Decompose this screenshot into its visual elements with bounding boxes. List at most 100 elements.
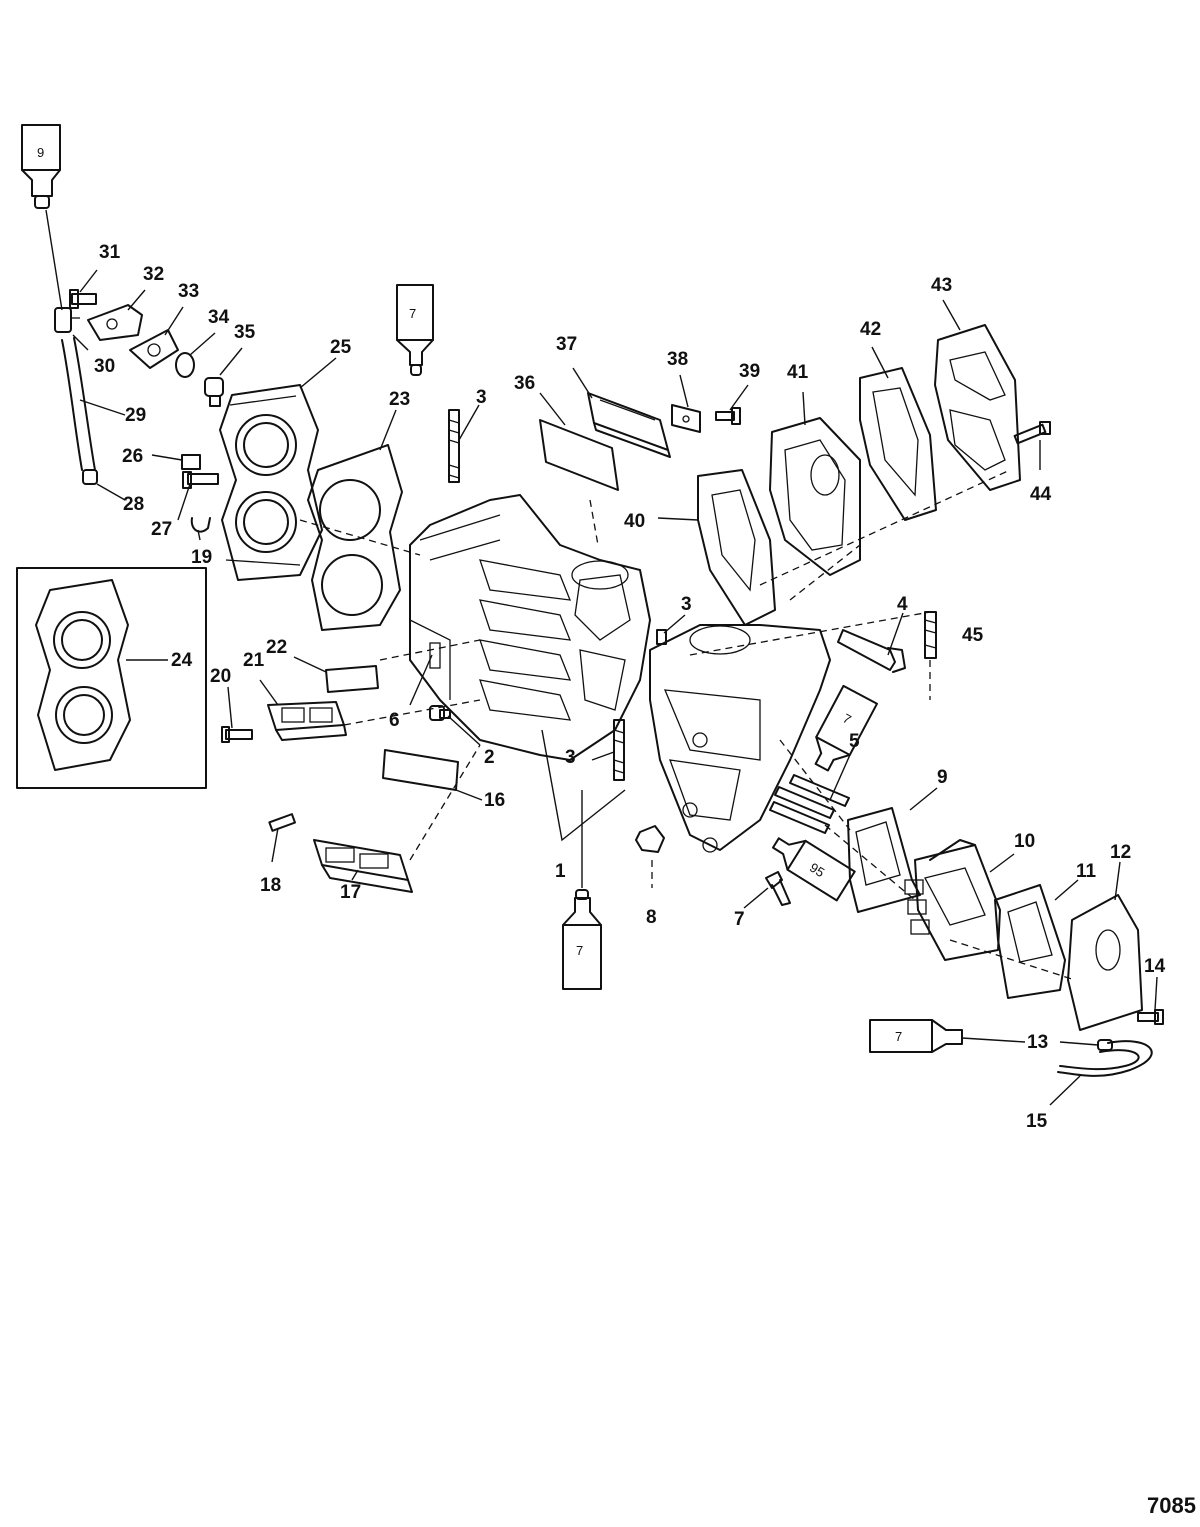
plug-34 [175, 352, 195, 378]
callout-label: 15 [1026, 1111, 1048, 1132]
bracket-32 [87, 304, 143, 341]
head-gasket [307, 444, 403, 631]
screw-20 [221, 726, 253, 743]
callout-label: 2 [484, 747, 495, 768]
inset-cylinder-head [16, 567, 207, 789]
callout-label: 23 [389, 389, 410, 410]
water-hose [61, 337, 98, 485]
callout-label: 10 [1014, 831, 1035, 852]
svg-text:7: 7 [840, 711, 853, 728]
callout-label: 24 [171, 650, 193, 671]
svg-text:95: 95 [807, 860, 827, 880]
sealant-tube-7-lower-right: 7 [869, 1019, 963, 1053]
callout-label: 11 [1076, 861, 1097, 882]
callout-label: 12 [1110, 842, 1131, 863]
callout-label: 28 [123, 494, 144, 515]
leader-lines [45, 209, 1158, 1106]
gasket-36 [539, 419, 619, 491]
callout-label: 30 [94, 356, 115, 377]
cylinder-block [409, 494, 651, 761]
callout-label: 34 [208, 307, 230, 328]
dowel-3-middle [656, 629, 667, 645]
svg-text:7: 7 [576, 943, 583, 958]
callout-label: 27 [151, 519, 172, 540]
gasket-40 [697, 469, 776, 626]
stud-3-upper [448, 409, 460, 483]
callout-label: 35 [234, 322, 256, 343]
callout-label: 32 [143, 264, 164, 285]
bolt-26 [181, 454, 201, 470]
gasket-16 [382, 749, 459, 791]
sealant-tube-7-upper-center: 7 [396, 284, 434, 376]
callout-labels: 31 32 33 34 35 30 29 25 26 28 27 19 23 2… [94, 242, 1166, 1132]
hose-13-15 [1057, 1039, 1153, 1077]
callout-label: 6 [389, 710, 400, 731]
callout-label: 3 [565, 747, 576, 768]
svg-text:7: 7 [409, 306, 416, 321]
callout-label: 13 [1027, 1032, 1048, 1053]
callout-label: 9 [937, 767, 948, 788]
callout-label: 14 [1144, 956, 1166, 977]
callout-label: 41 [787, 362, 809, 383]
stud-45 [924, 611, 937, 659]
callout-label: 38 [667, 349, 688, 370]
nut-8 [635, 825, 665, 853]
cylinder-head-cover [219, 384, 323, 581]
callout-label: 44 [1030, 484, 1052, 505]
reed-block-10 [904, 839, 1001, 961]
sealant-tube-95: 95 [771, 837, 856, 902]
screw-31 [69, 289, 97, 309]
callout-label: 31 [99, 242, 121, 263]
screw-14 [1137, 1009, 1164, 1025]
callout-label: 45 [962, 625, 984, 646]
cover-12 [1067, 894, 1143, 1031]
callout-label: 7 [734, 909, 745, 930]
callout-label: 19 [191, 547, 212, 568]
fitting-35 [204, 377, 224, 407]
callout-label: 40 [624, 511, 645, 532]
sealant-tube-9-top-left: 9 [21, 124, 61, 209]
plate-37 [587, 392, 671, 458]
callout-label: 3 [681, 594, 692, 615]
svg-text:9: 9 [37, 145, 44, 160]
alignment-lines [299, 469, 1076, 981]
callout-label: 17 [340, 882, 361, 903]
callout-label: 18 [260, 875, 281, 896]
callout-label: 16 [484, 790, 505, 811]
gasket-22 [325, 665, 379, 693]
cover-17 [313, 839, 413, 893]
svg-text:7: 7 [895, 1029, 902, 1044]
callout-label: 37 [556, 334, 577, 355]
callout-label: 21 [243, 650, 265, 671]
sealant-tube-7-lower-center: 7 [562, 889, 602, 990]
exhaust-cover-41 [769, 417, 861, 576]
callout-label: 3 [476, 387, 487, 408]
stud-3-lower [613, 719, 625, 781]
plate-43 [934, 324, 1021, 491]
plug-2 [429, 705, 451, 721]
screw-44 [1013, 421, 1051, 445]
gasket-11 [994, 884, 1066, 999]
callout-label: 25 [330, 337, 352, 358]
callout-label: 33 [178, 281, 199, 302]
screw-18 [268, 813, 296, 832]
bolt-4 [837, 629, 906, 673]
crankcase-half [649, 624, 831, 853]
bolt-27 [182, 471, 219, 489]
callout-label: 22 [266, 637, 287, 658]
clip-38 [671, 404, 701, 433]
callout-label: 8 [646, 907, 657, 928]
figure-id: 7085 [1147, 1493, 1196, 1518]
gasket-33 [129, 329, 179, 369]
clip-19 [190, 517, 211, 533]
callout-label: 1 [555, 861, 566, 882]
gasket-42 [859, 367, 937, 521]
screw-7 [765, 871, 791, 906]
callout-label: 36 [514, 373, 535, 394]
hose-fitting [54, 307, 80, 333]
callout-label: 42 [860, 319, 881, 340]
callout-label: 20 [210, 666, 231, 687]
cover-21 [267, 701, 347, 741]
callout-label: 4 [897, 594, 908, 615]
